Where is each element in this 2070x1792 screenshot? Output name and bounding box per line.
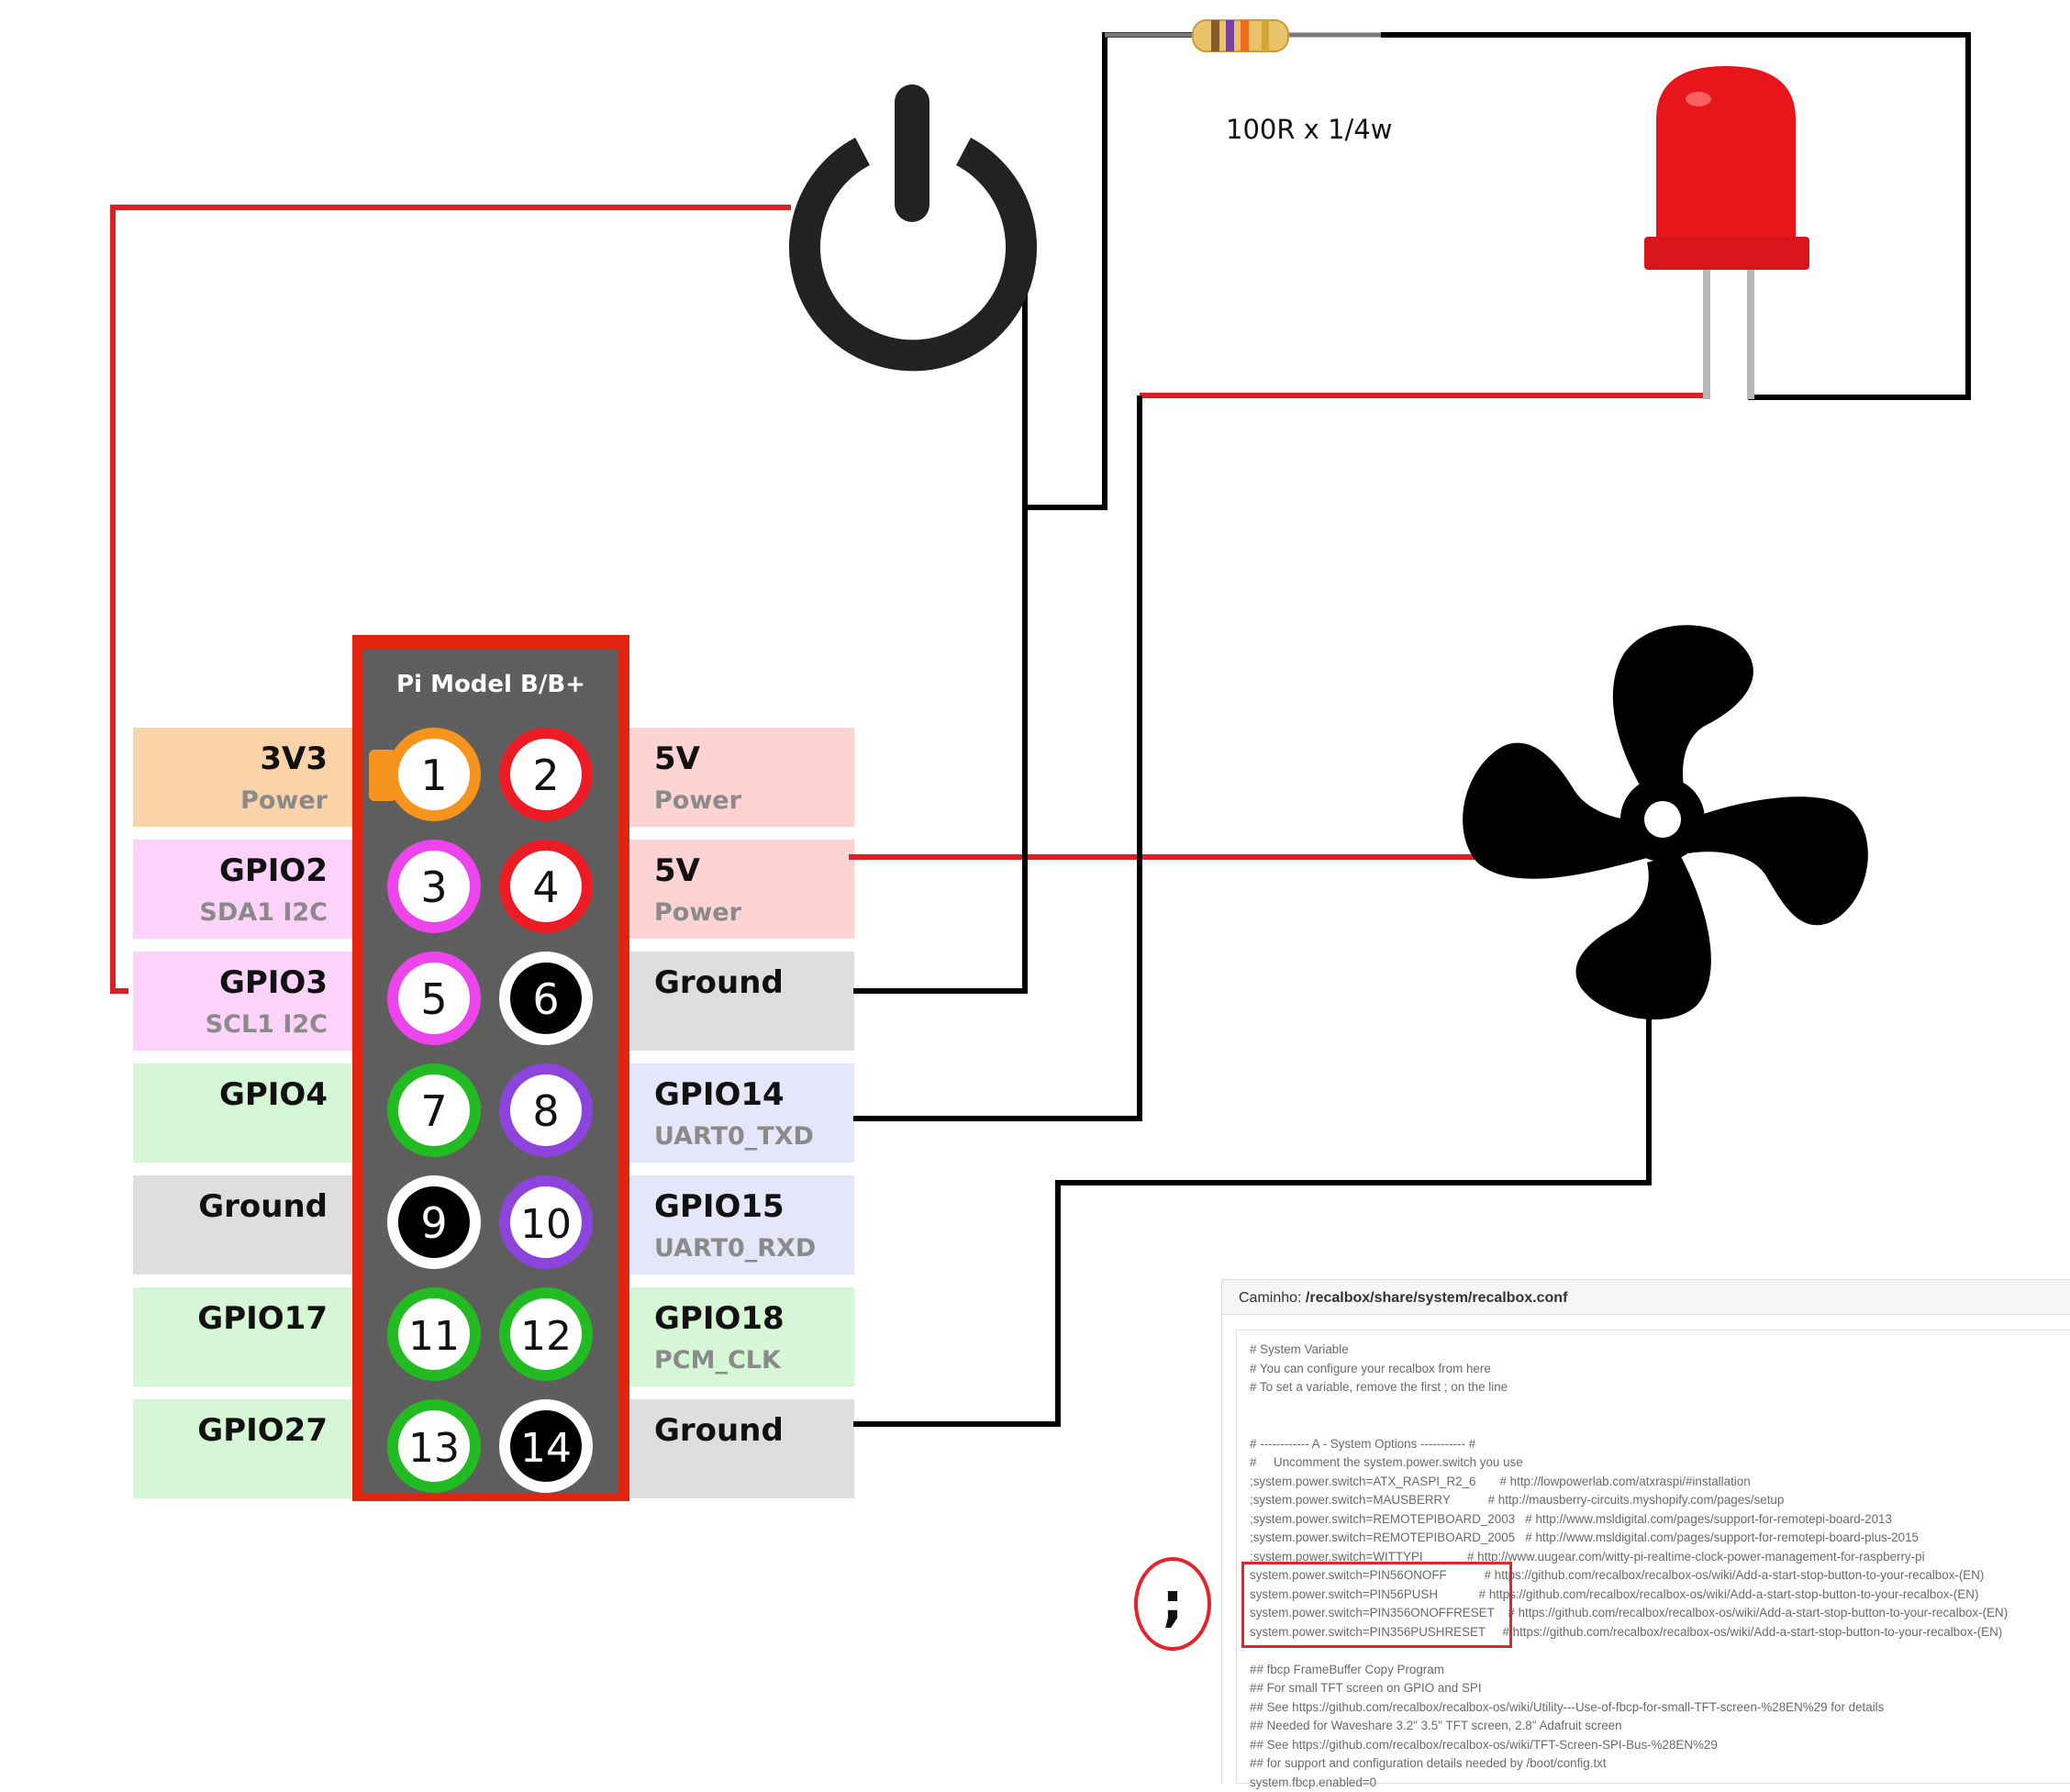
led-highlight xyxy=(1686,92,1711,106)
config-line: ;system.power.switch=MAUSBERRY # http://… xyxy=(1250,1491,2070,1510)
pin-number: 10 xyxy=(520,1201,572,1248)
led-rim xyxy=(1644,237,1809,270)
pin-number: 14 xyxy=(520,1425,572,1472)
right-label-main: GPIO15 xyxy=(654,1188,785,1225)
pin-number: 2 xyxy=(532,751,559,800)
pin-number: 5 xyxy=(420,974,447,1024)
header-title: Pi Model B/B+ xyxy=(396,671,585,698)
black-wire-to-resistor xyxy=(1025,35,1193,507)
left-label-sub: SDA1 I2C xyxy=(199,898,328,927)
fan-center-hole xyxy=(1644,801,1681,838)
right-label-sub: Power xyxy=(654,898,742,927)
red-led-icon xyxy=(1644,66,1809,399)
right-label-main: 5V xyxy=(654,852,701,889)
config-line: ## Needed for Waveshare 3.2" 3.5" TFT sc… xyxy=(1250,1717,2070,1736)
power-line xyxy=(895,84,929,222)
resistor-label: 100R x 1/4w xyxy=(1226,114,1393,145)
fan-blade-right xyxy=(1688,796,1868,925)
resistor-band-2 xyxy=(1226,20,1234,51)
pin-number: 8 xyxy=(532,1086,559,1136)
resistor-band-3 xyxy=(1241,20,1249,51)
black-wire-ground-to-button xyxy=(853,266,1025,991)
config-line: # System Variable xyxy=(1250,1341,2070,1360)
config-line: ## See https://github.com/recalbox/recal… xyxy=(1250,1698,2070,1718)
pin-number: 7 xyxy=(420,1086,447,1136)
resistor-band-4 xyxy=(1262,20,1269,51)
config-line xyxy=(1250,1416,2070,1435)
config-line: ;system.power.switch=ATX_RASPI_R2_6 # ht… xyxy=(1250,1473,2070,1492)
right-pin-labels: 5VPower5VPowerGroundGPIO14UART0_TXDGPIO1… xyxy=(629,728,854,1498)
resistor-band-1 xyxy=(1211,20,1219,51)
config-line: ;system.power.switch=REMOTEPIBOARD_2005 … xyxy=(1250,1529,2070,1548)
led-dome xyxy=(1656,66,1796,240)
pin-number: 3 xyxy=(420,863,447,912)
pin-number: 4 xyxy=(532,863,559,912)
right-label-sub: PCM_CLK xyxy=(654,1346,782,1375)
config-line: ## See https://github.com/recalbox/recal… xyxy=(1250,1736,2070,1755)
left-label-main: GPIO4 xyxy=(219,1076,328,1113)
config-line: # To set a variable, remove the first ; … xyxy=(1250,1378,2070,1397)
pin-number: 11 xyxy=(408,1313,460,1360)
config-line: ## For small TFT screen on GPIO and SPI xyxy=(1250,1679,2070,1698)
black-wire-led-to-gpio14 xyxy=(853,395,1140,1119)
config-line: system.fbcp.enabled=0 xyxy=(1250,1774,2070,1792)
left-label-main: Ground xyxy=(198,1188,328,1225)
left-label-sub: Power xyxy=(240,786,328,815)
resistor-symbol xyxy=(1193,20,1288,51)
left-label-main: GPIO17 xyxy=(197,1300,328,1337)
right-label-main: GPIO14 xyxy=(654,1076,785,1113)
fan-icon xyxy=(1463,625,1868,1019)
config-line: ## fbcp FrameBuffer Copy Program xyxy=(1250,1661,2070,1680)
left-label-sub: SCL1 I2C xyxy=(206,1010,328,1039)
config-line: # ------------ A - System Options ------… xyxy=(1250,1435,2070,1454)
config-line: # You can configure your recalbox from h… xyxy=(1250,1360,2070,1379)
right-label-sub: Power xyxy=(654,786,742,815)
config-line: ## for support and configuration details… xyxy=(1250,1754,2070,1774)
left-label-main: GPIO27 xyxy=(197,1412,328,1449)
fan-blade-bottom xyxy=(1576,853,1711,1019)
config-line: # Uncomment the system.power.switch you … xyxy=(1250,1453,2070,1473)
pin-number: 9 xyxy=(420,1198,447,1248)
left-label-main: 3V3 xyxy=(260,740,328,777)
pin-number: 1 xyxy=(420,751,447,800)
config-line: ;system.power.switch=REMOTEPIBOARD_2003 … xyxy=(1250,1510,2070,1530)
config-path-bar: Caminho: /recalbox/share/system/recalbox… xyxy=(1222,1279,2070,1315)
right-label-main: Ground xyxy=(654,964,784,1001)
path-value: /recalbox/share/system/recalbox.conf xyxy=(1306,1290,1567,1306)
config-line xyxy=(1250,1397,2070,1417)
right-label-main: Ground xyxy=(654,1412,784,1449)
pin-number: 13 xyxy=(408,1425,460,1472)
right-label-sub: UART0_RXD xyxy=(654,1234,816,1263)
highlight-box xyxy=(1241,1562,1512,1648)
left-label-main: GPIO3 xyxy=(219,964,328,1001)
fan-blade-left xyxy=(1463,743,1647,879)
pin-number: 6 xyxy=(532,974,559,1024)
right-label-main: GPIO18 xyxy=(654,1300,785,1337)
path-label: Caminho: xyxy=(1239,1290,1306,1306)
led-leg-1 xyxy=(1703,262,1710,399)
pin-number: 12 xyxy=(520,1313,572,1360)
left-label-main: GPIO2 xyxy=(219,852,328,889)
power-button-icon xyxy=(805,84,1021,355)
semicolon-annotation: ; xyxy=(1134,1557,1211,1651)
right-label-main: 5V xyxy=(654,740,701,777)
right-label-sub: UART0_TXD xyxy=(654,1122,814,1151)
led-leg-2 xyxy=(1747,262,1754,399)
